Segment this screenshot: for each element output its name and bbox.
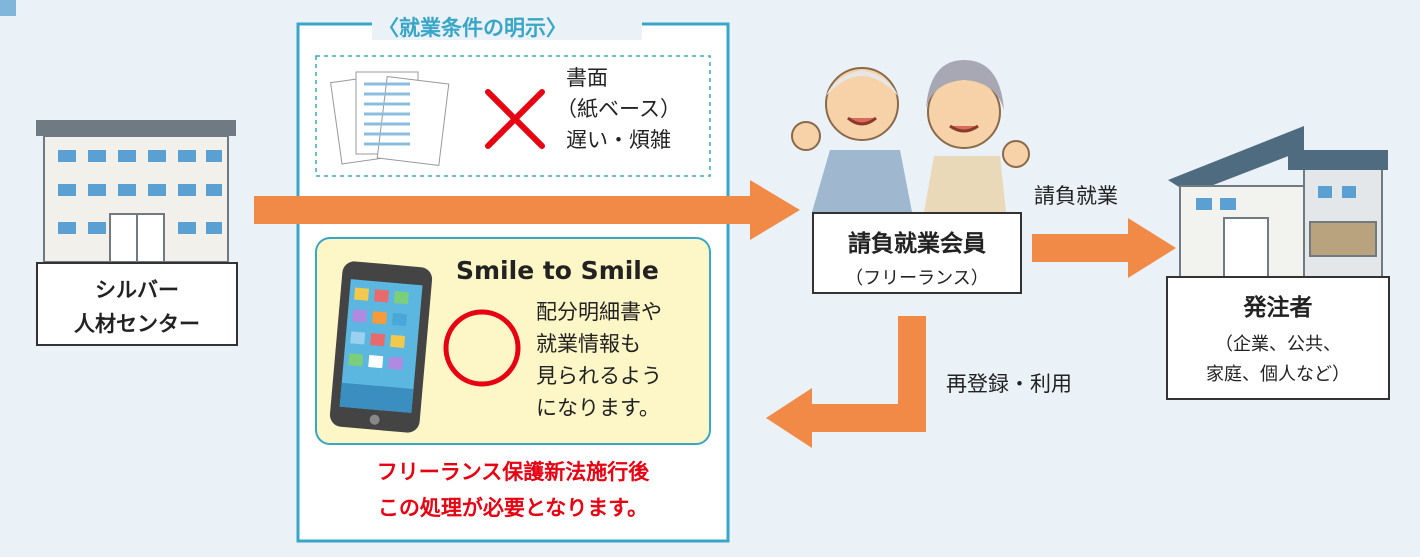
silver-center-label: シルバー 人材センター: [36, 262, 238, 346]
silver-center-name-1: シルバー: [95, 278, 179, 302]
corner-mark: [0, 0, 16, 16]
paper-label-3: 遅い・煩雑: [566, 128, 671, 152]
circle-ok-icon: [443, 309, 521, 387]
app-desc-1: 配分明細書や: [536, 300, 662, 324]
arrow-to-client: [1032, 218, 1176, 278]
client-desc-2: 家庭、個人など）: [1206, 364, 1350, 385]
silver-center-building-icon: [36, 120, 236, 263]
conditions-title: 〈就業条件の明示〉: [378, 16, 567, 40]
silver-center-name-2: 人材センター: [74, 312, 200, 336]
member-title: 請負就業会員: [848, 231, 986, 257]
conditions-title-gap: [372, 10, 642, 40]
client-desc-1: （企業、公共、: [1215, 334, 1341, 355]
paper-label-1: 書面: [566, 66, 608, 90]
notice-line-1: フリーランス保護新法施行後: [376, 460, 650, 484]
notice-line-2: この処理が必要となります。: [377, 496, 649, 520]
client-title: 発注者: [1243, 295, 1313, 321]
cross-icon: [485, 89, 545, 149]
reregister-label: 再登録・利用: [946, 372, 1072, 396]
arrow-to-member: [254, 180, 800, 240]
senior-members-icon: [791, 60, 1030, 212]
client-house-icon: [1168, 126, 1388, 279]
client-label: 発注者 （企業、公共、 家庭、個人など）: [1166, 276, 1390, 400]
member-subtitle: （フリーランス）: [845, 268, 989, 289]
paper-label-2: （紙ベース）: [556, 97, 681, 121]
arrow-reregister: [766, 316, 926, 448]
contract-label: 請負就業: [1034, 184, 1118, 208]
paper-documents-icon: [330, 71, 450, 167]
smartphone-icon: [329, 261, 433, 433]
app-desc-3: 見られるよう: [536, 364, 662, 388]
app-name: Smile to Smile: [456, 256, 659, 285]
member-label: 請負就業会員 （フリーランス）: [812, 212, 1022, 294]
app-desc-2: 就業情報も: [536, 332, 641, 356]
app-desc-4: になります。: [536, 396, 660, 420]
